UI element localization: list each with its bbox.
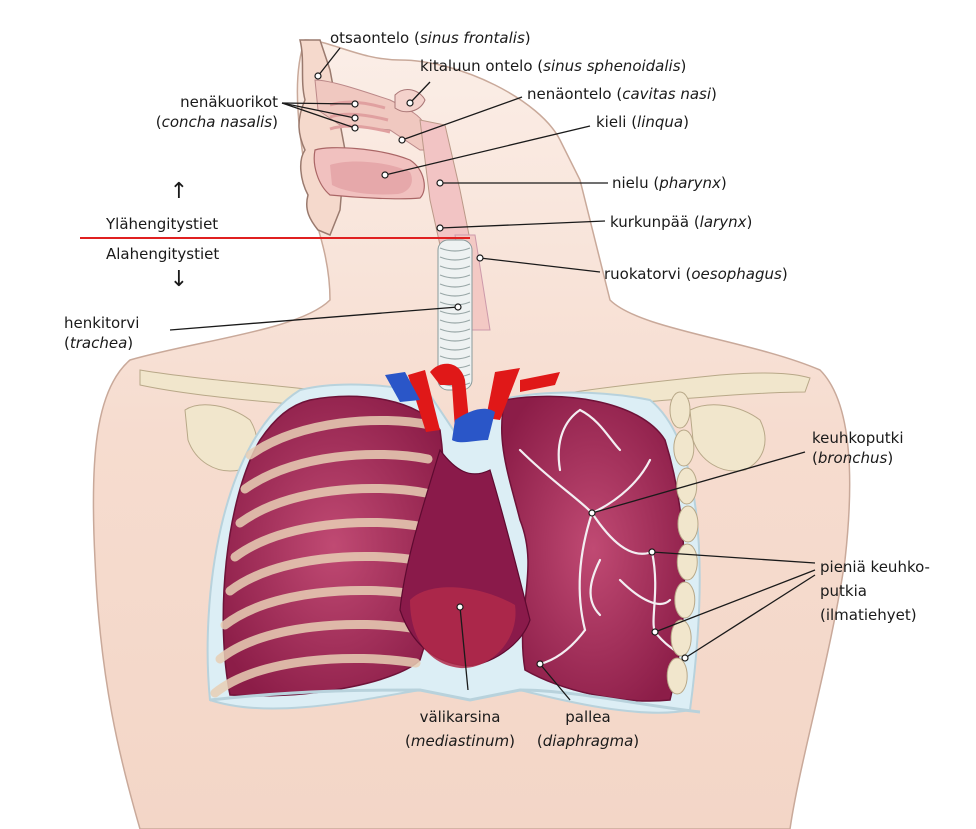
label-sinus-frontalis: otsaontelo (sinus frontalis) (330, 28, 531, 48)
label-larynx: kurkunpää (larynx) (610, 212, 752, 232)
label-sinus-sphenoidalis: kitaluun ontelo (sinus sphenoidalis) (420, 56, 686, 76)
label-lower-airways: Alahengitystiet (106, 244, 219, 264)
rib-end (675, 582, 695, 618)
label-oesophagus: ruokatorvi (oesophagus) (604, 264, 788, 284)
label-bronchus: keuhkoputki(bronchus) (812, 428, 904, 468)
label-upper-airways: Ylähengitystiet (106, 214, 218, 234)
rib-end (670, 392, 690, 428)
label-lingua: kieli (linqua) (596, 112, 689, 132)
label-bronchioles: pieniä keuhko- putkia (ilmatiehyet) (820, 555, 930, 627)
label-pharynx: nielu (pharynx) (612, 173, 727, 193)
label-cavitas-nasi: nenäontelo (cavitas nasi) (527, 84, 717, 104)
rib-end (677, 544, 697, 580)
rib-end (674, 430, 694, 466)
up-arrow: ↑ (164, 182, 194, 202)
label-mediastinum: välikarsina(mediastinum) (385, 705, 535, 753)
rib-end (667, 658, 687, 694)
rib-end (678, 506, 698, 542)
label-diaphragma: pallea(diaphragma) (528, 705, 648, 753)
down-arrow: ↓ (164, 270, 194, 290)
rib-end (671, 620, 691, 656)
left-lung (502, 396, 685, 701)
label-concha-nasalis: nenäkuorikot(concha nasalis) (118, 92, 278, 132)
label-trachea: henkitorvi(trachea) (64, 313, 139, 353)
